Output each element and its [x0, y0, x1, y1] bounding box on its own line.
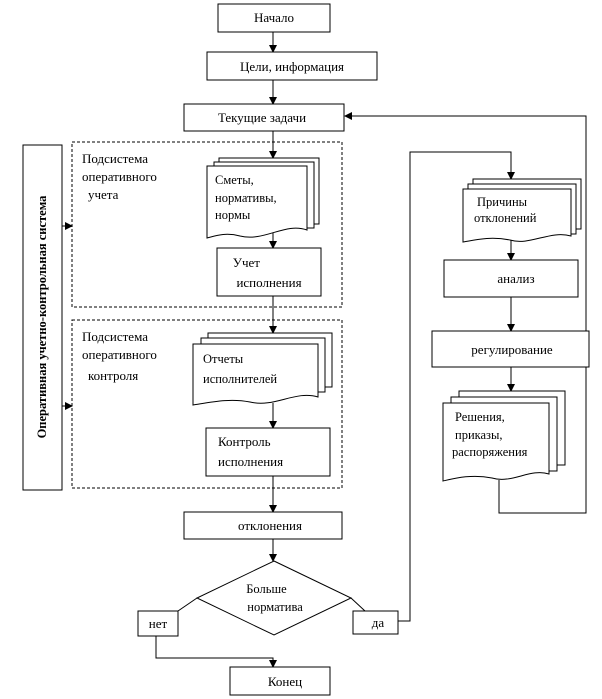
svg-text:Больше норматива: Больше норматива: [246, 582, 303, 614]
line-decision-yes: [350, 597, 366, 612]
goals-label: Цели, информация: [240, 59, 344, 74]
no-label: нет: [149, 616, 168, 631]
deviations-node: отклонения: [183, 511, 343, 540]
analysis-node: анализ: [443, 259, 579, 298]
arrow-feedback-tasks: [344, 112, 587, 514]
connectors: [62, 32, 587, 668]
regulation-node: регулирование: [431, 330, 590, 368]
svg-text:Сметы, нормативы,: Сметы, нормативы, нормы: [215, 173, 280, 222]
end-label: Конец: [268, 674, 302, 689]
control-subsystem-label: Подсистема оперативного контроля: [82, 329, 160, 383]
side-system-box: Оперативная учетно-контрольная система: [22, 144, 63, 491]
line-decision-no: [177, 597, 198, 612]
tasks-node: Текущие задачи: [183, 103, 345, 132]
svg-text:Контроль исполнения: Контроль исполнения: [218, 434, 283, 469]
svg-text:Отчеты исполнителей: Отчеты исполнителей: [203, 352, 277, 386]
estimates-document: Сметы, нормативы, нормы: [206, 157, 320, 239]
causes-document: Причины отклонений: [462, 178, 582, 243]
regulation-label: регулирование: [471, 342, 553, 357]
goals-node: Цели, информация: [206, 51, 378, 81]
accounting-subsystem-label: Подсистема оперативного учета: [82, 151, 160, 202]
start-label: Начало: [254, 10, 294, 25]
execution-accounting-node: Учет исполнения: [216, 247, 322, 297]
start-node: Начало: [217, 3, 331, 33]
svg-text:Учет исполнения: Учет исполнения: [233, 255, 302, 290]
yes-label: да: [372, 615, 385, 630]
arrow-yes-causes: [398, 151, 515, 622]
accounting-subsystem-frame: [71, 141, 343, 308]
yes-label-box: да: [352, 610, 399, 635]
control-subsystem-frame: [71, 319, 343, 489]
svg-text:Решения, приказы,: Решения, приказы, распоряжения: [452, 410, 528, 459]
deviations-label: отклонения: [238, 518, 302, 533]
decisions-document: Решения, приказы, распоряжения: [442, 390, 566, 482]
analysis-label: анализ: [497, 271, 534, 286]
reports-document: Отчеты исполнителей: [192, 332, 333, 406]
side-system-label: Оперативная учетно-контрольная система: [35, 195, 49, 439]
no-label-box: нет: [137, 610, 179, 637]
svg-text:Причины отклонений: Причины отклонений: [474, 195, 537, 225]
execution-control-node: Контроль исполнения: [205, 427, 331, 477]
tasks-label: Текущие задачи: [218, 110, 306, 125]
arrow-no-end: [155, 636, 277, 668]
end-node: Конец: [229, 666, 331, 696]
decision-node: Больше норматива: [195, 560, 353, 636]
